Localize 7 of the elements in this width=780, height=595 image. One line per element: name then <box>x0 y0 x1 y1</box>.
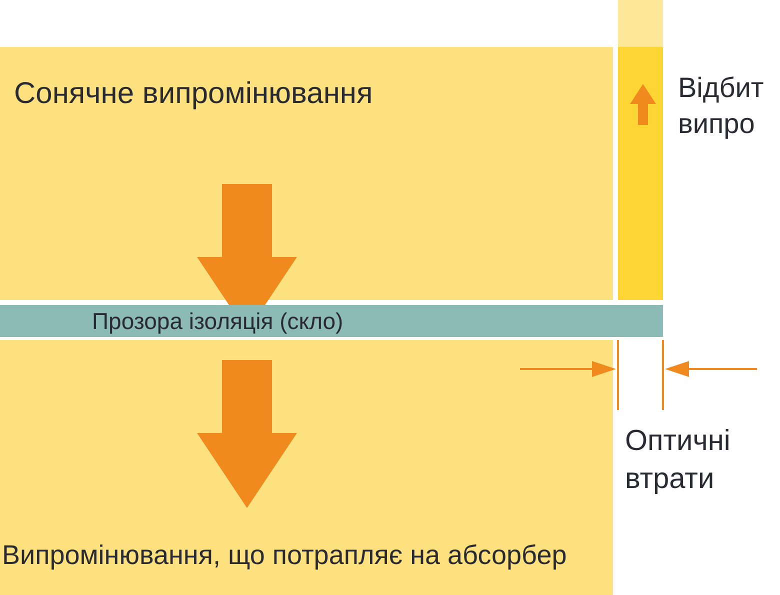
panel-heading: Сонячне випромінювання <box>14 77 373 111</box>
side-label: Оптичні втрати <box>625 424 732 497</box>
absorber-panel <box>0 340 613 595</box>
glass-band <box>0 305 663 337</box>
panel-heading: Випромінювання, що потрапляє на абсорбер <box>2 540 567 571</box>
side-label: Відбит випро <box>678 71 765 142</box>
band-label: Прозора ізоляція (скло) <box>92 308 344 335</box>
